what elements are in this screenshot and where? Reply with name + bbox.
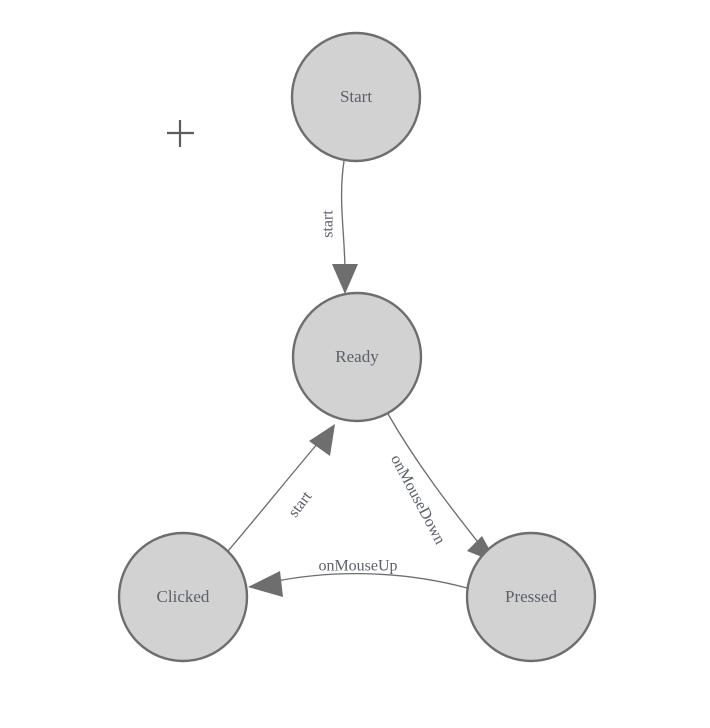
- edge-pressed-to-clicked[interactable]: onMouseUp: [248, 558, 468, 597]
- state-node-start[interactable]: Start: [290, 31, 422, 163]
- edge-line: [387, 413, 482, 547]
- arrow-head-icon: [248, 571, 283, 597]
- edge-clicked-to-ready[interactable]: start: [227, 424, 335, 552]
- edge-ready-to-pressed[interactable]: onMouseDown: [387, 413, 497, 563]
- state-node-shape: [291, 291, 423, 423]
- arrow-head-icon: [332, 264, 358, 294]
- state-node-pressed[interactable]: Pressed: [465, 531, 597, 663]
- edge-line: [227, 442, 319, 552]
- state-node-shape: [465, 531, 597, 663]
- state-node-ready[interactable]: Ready: [291, 291, 423, 423]
- edge-label-clicked-to-ready: start: [285, 488, 315, 521]
- arrow-head-icon: [309, 424, 335, 456]
- edge-start-to-ready[interactable]: start: [320, 160, 358, 294]
- edge-line: [271, 572, 468, 589]
- edge-label-ready-to-pressed: onMouseDown: [387, 452, 448, 547]
- state-node-clicked[interactable]: Clicked: [117, 531, 249, 663]
- state-node-shape: [290, 31, 422, 163]
- edge-label-start-to-ready: start: [320, 210, 337, 238]
- edge-label-pressed-to-clicked: onMouseUp: [318, 558, 397, 575]
- edge-line: [340, 160, 346, 273]
- crosshair-icon[interactable]: [167, 120, 194, 147]
- state-node-shape: [117, 531, 249, 663]
